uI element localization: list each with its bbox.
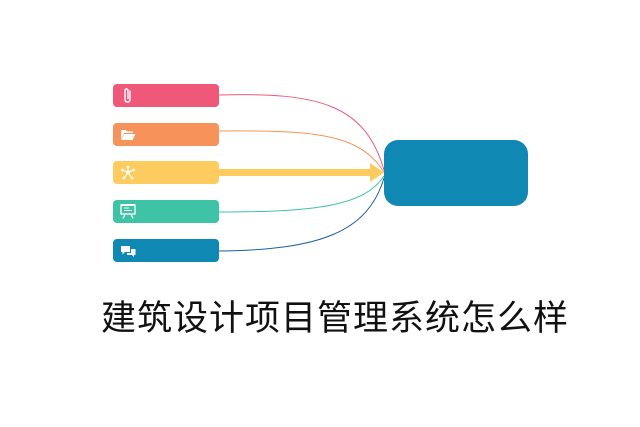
page-title: 建筑设计项目管理系统怎么样 [100, 299, 569, 339]
network-nodes-icon [120, 165, 136, 180]
source-bar-chat [113, 239, 219, 262]
source-bar-folder [113, 123, 219, 146]
chat-bubbles-icon [120, 243, 136, 258]
folder-open-icon [120, 127, 136, 142]
connector-presentation [218, 175, 385, 213]
paperclip-icon [120, 88, 136, 103]
connector-network-arrow-shaft [219, 169, 371, 176]
connector-folder [218, 130, 385, 173]
source-bar-presentation [113, 200, 219, 223]
connector-network-arrowhead [370, 163, 384, 182]
source-bar-attachment [113, 84, 219, 107]
source-bar-network [113, 161, 219, 184]
connector-chat [218, 177, 385, 252]
connector-attachment [218, 94, 385, 171]
hub-box [384, 140, 528, 206]
presentation-board-icon [120, 204, 136, 219]
